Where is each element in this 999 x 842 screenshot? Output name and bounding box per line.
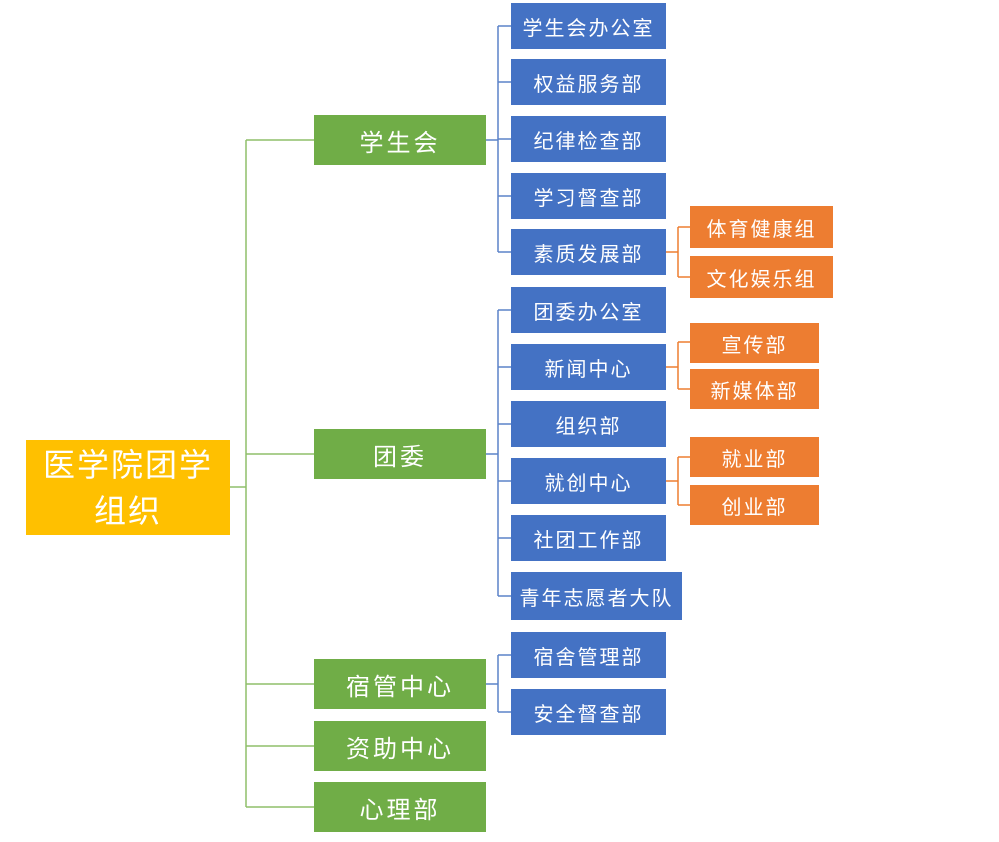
node-label: 就业部	[721, 446, 788, 471]
node-label: 纪律检查部	[533, 128, 644, 153]
node-xueshenghui-bangongshi: 学生会办公室	[511, 3, 666, 49]
node-label: 安全督查部	[533, 701, 644, 726]
node-xinwen-zhongxin: 新闻中心	[511, 344, 666, 390]
node-label: 青年志愿者大队	[519, 585, 674, 610]
node-tuanwei-bangongshi: 团委办公室	[511, 287, 666, 333]
root-label: 医学院团学组织	[42, 445, 213, 530]
node-qingnian-zhiyuanzhe-dadui: 青年志愿者大队	[511, 572, 682, 620]
node-wenhua-yulezu: 文化娱乐组	[690, 256, 833, 298]
node-suguan-zhongxin: 宿管中心	[314, 659, 486, 709]
node-label: 心理部	[359, 795, 441, 824]
node-label: 创业部	[721, 494, 788, 519]
node-label: 学习督查部	[533, 185, 644, 210]
node-label: 就创中心	[544, 470, 633, 495]
node-xuexi-duchabu: 学习督查部	[511, 173, 666, 219]
node-shetuan-gongzuobu: 社团工作部	[511, 515, 666, 561]
root-node: 医学院团学组织	[26, 440, 230, 535]
node-zuzhibu: 组织部	[511, 401, 666, 447]
node-label: 团委办公室	[533, 299, 644, 324]
node-tuanwei: 团委	[314, 429, 486, 479]
root-connectors	[230, 139, 314, 808]
node-label: 组织部	[555, 413, 622, 438]
level1-connectors	[486, 25, 511, 713]
node-label: 新闻中心	[544, 356, 633, 381]
level2-connectors	[666, 226, 690, 506]
node-anquan-duchabu: 安全督查部	[511, 689, 666, 735]
node-label: 新媒体部	[710, 378, 799, 403]
node-quanyi-fuwubu: 权益服务部	[511, 59, 666, 105]
node-suzhi-fazhanbu: 素质发展部	[511, 229, 666, 275]
node-xuanchuanbu: 宣传部	[690, 323, 819, 363]
node-label: 素质发展部	[533, 241, 644, 266]
node-label: 宿管中心	[346, 672, 454, 701]
node-zizhu-zhongxin: 资助中心	[314, 721, 486, 771]
node-xinlibu: 心理部	[314, 782, 486, 832]
node-label: 学生会办公室	[522, 15, 655, 40]
node-xinmeitibu: 新媒体部	[690, 369, 819, 409]
node-label: 学生会	[359, 128, 441, 157]
node-label: 宣传部	[721, 332, 788, 357]
node-jilv-jianchabu: 纪律检查部	[511, 116, 666, 162]
node-label: 体育健康组	[706, 216, 817, 241]
node-jiuyebu: 就业部	[690, 437, 819, 477]
node-label: 团委	[373, 442, 427, 471]
node-label: 文化娱乐组	[706, 266, 817, 291]
node-jiuchuang-zhongxin: 就创中心	[511, 458, 666, 504]
node-label: 社团工作部	[533, 527, 644, 552]
node-label: 权益服务部	[533, 71, 644, 96]
node-sushe-guanlibu: 宿舍管理部	[511, 632, 666, 678]
node-label: 宿舍管理部	[533, 644, 644, 669]
node-chuangyebu: 创业部	[690, 485, 819, 525]
node-label: 资助中心	[346, 734, 454, 763]
node-tiyu-jiankangzu: 体育健康组	[690, 206, 833, 248]
node-xueshenghui: 学生会	[314, 115, 486, 165]
